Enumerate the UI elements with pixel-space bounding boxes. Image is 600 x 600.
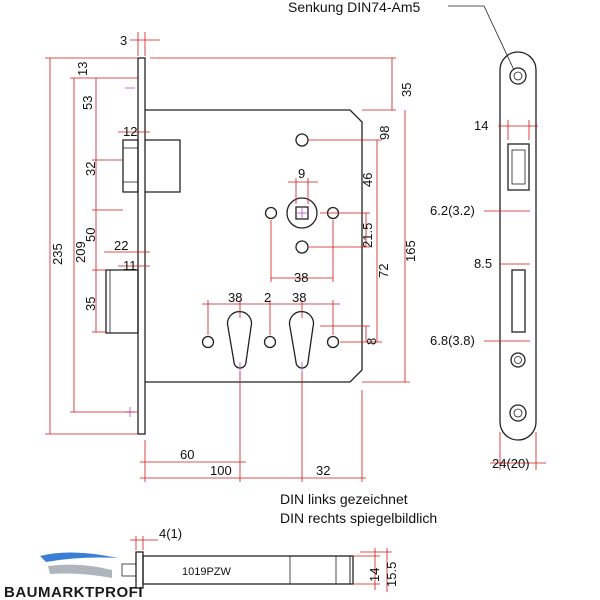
dim-38-cyl-a: 38 — [228, 290, 242, 305]
cylinder-cutout-left — [226, 310, 253, 369]
dim-12: 12 — [123, 124, 137, 139]
fixing-hole — [263, 335, 277, 349]
dead-bolt — [105, 269, 139, 334]
dim-209: 209 — [73, 241, 88, 263]
dim-53: 53 — [80, 96, 95, 110]
lock-case-outline — [145, 109, 363, 383]
dim-32-bottom: 32 — [316, 463, 330, 478]
baumarktprofi-logo: BAUMARKTPROFI — [4, 552, 143, 600]
dim-165: 165 — [403, 240, 418, 262]
dim-6-2: 6.2(3.2) — [430, 203, 475, 218]
fixing-hole — [326, 335, 340, 349]
faceplate-side — [137, 57, 146, 435]
dimension-lines — [45, 32, 410, 482]
follower-hub — [286, 197, 318, 229]
dim-22: 22 — [114, 238, 128, 253]
din-left-note: DIN links gezeichnet — [280, 491, 408, 507]
countersink-note: Senkung DIN74-Am5 — [288, 0, 421, 15]
product-marking: 1019PZW — [182, 566, 232, 578]
fixing-hole — [201, 335, 215, 349]
dim-2: 2 — [264, 290, 271, 305]
din-right-note: DIN rechts spiegelbildlich — [280, 510, 437, 526]
dim-100: 100 — [210, 463, 232, 478]
fixing-hole — [295, 240, 309, 254]
dim-13: 13 — [75, 62, 90, 76]
dim-3: 3 — [120, 33, 127, 48]
latch-bolt — [122, 139, 181, 193]
dim-35-low: 35 — [83, 297, 98, 311]
dim-98: 98 — [377, 126, 392, 140]
cylinder-screw-hole — [510, 352, 526, 368]
dim-9: 9 — [298, 166, 305, 181]
dim-15-5: 15.5 — [384, 562, 399, 587]
dim-60: 60 — [180, 447, 194, 462]
dim-11: 11 — [123, 258, 137, 273]
top-view-body — [142, 555, 354, 585]
dim-50: 50 — [83, 228, 98, 242]
countersink-screw-bottom — [509, 404, 527, 422]
notes: Senkung DIN74-Am5 DIN links gezeichnet D… — [182, 0, 437, 578]
fixing-hole — [295, 133, 309, 147]
logo-swoosh-icon — [40, 552, 118, 562]
lock-top-view — [121, 536, 392, 592]
centerlines — [125, 87, 308, 417]
dim-14-b: 14 — [367, 568, 382, 582]
lock-front-view — [105, 57, 363, 435]
dim-6-8: 6.8(3.8) — [430, 333, 475, 348]
dimension-labels: 3 13 35 53 12 98 32 9 46 235 209 50 21.5… — [50, 33, 530, 587]
dim-32-side: 32 — [83, 162, 98, 176]
dim-21-5: 21.5 — [360, 223, 375, 248]
dim-8-5: 8.5 — [474, 256, 492, 271]
bolt-opening — [511, 269, 526, 333]
fixing-hole — [264, 206, 278, 220]
dim-235: 235 — [50, 243, 65, 265]
dim-4: 4(1) — [159, 526, 182, 541]
dim-38-square: 38 — [294, 270, 308, 285]
faceplate-outline — [499, 51, 537, 441]
dim-14-face: 14 — [474, 118, 488, 133]
countersink-screw-top — [509, 67, 527, 85]
latch-opening — [507, 143, 530, 191]
faceplate-front-view — [448, 5, 546, 470]
cylinder-cutout-right — [288, 310, 315, 369]
dim-35-top: 35 — [399, 83, 414, 97]
dim-72: 72 — [376, 264, 391, 278]
dim-46: 46 — [360, 173, 375, 187]
top-view-faceplate — [135, 551, 144, 589]
dim-24: 24(20) — [492, 456, 530, 471]
dim-8: 8 — [364, 338, 379, 345]
logo-text: BAUMARKTPROFI — [4, 584, 143, 600]
dim-38-cyl-b: 38 — [292, 290, 306, 305]
